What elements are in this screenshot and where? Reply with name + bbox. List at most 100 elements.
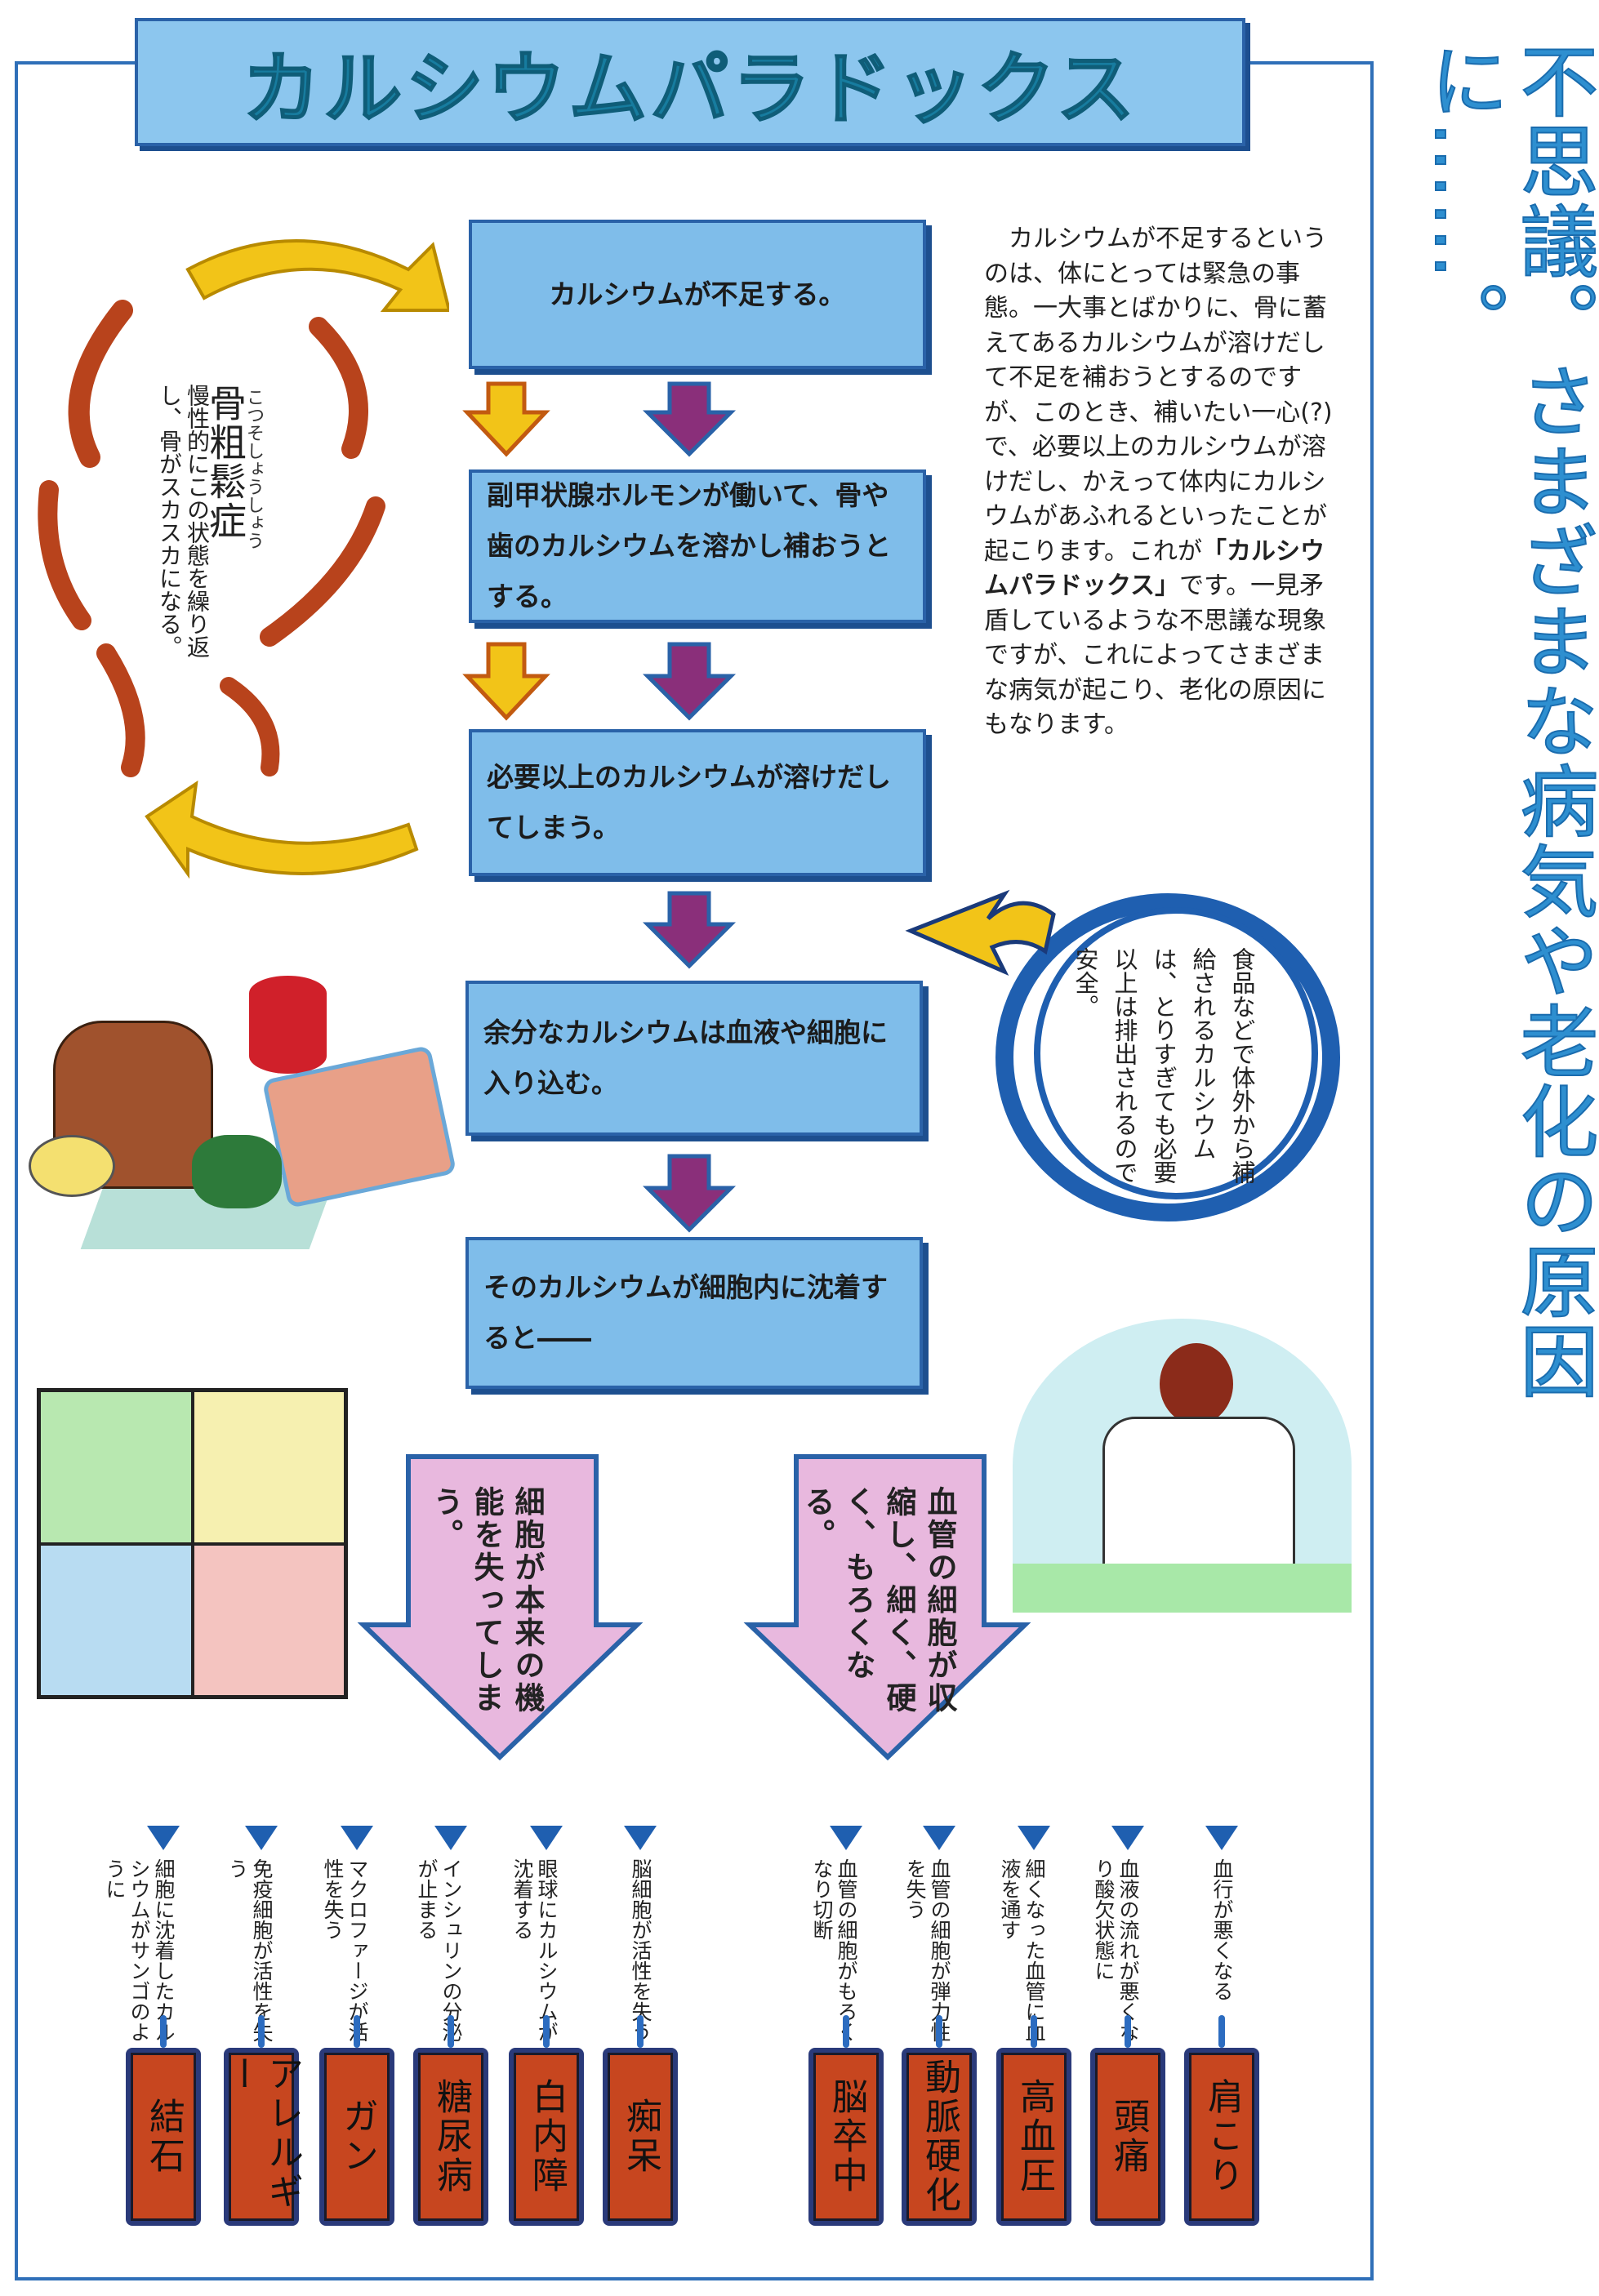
triangle-down-icon [147, 1826, 180, 1850]
triangle-down-icon [530, 1826, 563, 1850]
disease-column: 血行が悪くなる 肩こり [1173, 1826, 1271, 2234]
swirl-stroke [96, 643, 145, 777]
triangle-down-icon [1111, 1826, 1144, 1850]
disease-name: 脳卒中 [826, 2078, 867, 2196]
page-title: カルシウムパラドックス [241, 42, 1138, 136]
flow-step-4: 余分なカルシウムは血液や細胞に入り込む。 [465, 981, 923, 1136]
osteoporosis-term: 骨粗鬆症 [203, 384, 247, 541]
disease-name: アレルギー [220, 2055, 303, 2212]
disease-column: インシュリンの分泌が止まる 糖尿病 [402, 1826, 500, 2234]
disease-name: 頭痛 [1107, 2098, 1149, 2176]
disease-cause: 眼球にカルシウムが沈着する [510, 1858, 559, 2042]
osteoporosis-desc: 慢性的にこの状態を繰り返し、骨がスカスカになる。 [156, 384, 211, 658]
paragraph-emphasis: 「カルシウムパラドックス」 [984, 536, 1325, 601]
connector-line [354, 2015, 360, 2048]
connector-line [1125, 2015, 1131, 2048]
swirl-stroke [260, 496, 385, 647]
connector-line [637, 2015, 644, 2048]
connector-line [160, 2015, 167, 2048]
triangle-down-icon [434, 1826, 467, 1850]
disease-name: 肩こり [1201, 2078, 1243, 2196]
circle-note-text: 食品などで体外から補給されるカルシウムは、とりすぎても必要以上は排出されるので安… [1071, 947, 1256, 1184]
disease-label-box: 結石 [126, 2048, 201, 2226]
swirl-cycle-graphic [38, 239, 449, 879]
disease-column: 細くなった血管に血液を通す 高血圧 [985, 1826, 1083, 2234]
disease-cause: 細胞に沈着したカルシウムがサンゴのように [103, 1858, 176, 2042]
disease-label-box: 痴呆 [603, 2048, 678, 2226]
vegetables-image [192, 1135, 282, 1208]
branch-left-text: 細胞が本来の機能を失ってしまう。 [428, 1486, 545, 1715]
swirl-stroke [309, 317, 368, 459]
disease-label-box: ガン [319, 2048, 394, 2226]
desk [1013, 1564, 1352, 1613]
disease-cause: 血行が悪くなる [1210, 1858, 1234, 2001]
disease-column: 細胞に沈着したカルシウムがサンゴのように 結石 [103, 1826, 212, 2234]
food-illustration [29, 972, 457, 1274]
disease-label-box: 白内障 [509, 2048, 584, 2226]
disease-cause: 血液の流れが悪くなり酸欠状態に [1092, 1858, 1140, 2042]
yellow-curved-arrow-bottom [145, 780, 419, 879]
disease-name: ガン [336, 2098, 378, 2176]
disease-column: 血液の流れが悪くなり酸欠状態に 頭痛 [1079, 1826, 1177, 2234]
branch-right-text: 血管の細胞が収縮し、細く、硬く、もろくなる。 [800, 1486, 957, 1715]
disease-label-box: アレルギー [220, 2048, 303, 2226]
disease-cause: 細くなった血管に血液を通す [998, 1858, 1046, 2042]
connector-line [936, 2015, 942, 2048]
yogurt-image [39, 1543, 193, 1697]
title-banner: カルシウムパラドックス [135, 18, 1245, 146]
disease-cause: 脳細胞が活性を失う [629, 1858, 653, 2042]
connector-line [843, 2015, 849, 2048]
triangle-down-icon [245, 1826, 278, 1850]
swirl-stroke [220, 677, 280, 776]
triangle-down-icon [1018, 1826, 1050, 1850]
triangle-down-icon [923, 1826, 955, 1850]
explanation-paragraph: カルシウムが不足するというのは、体にとっては緊急の事態。一大事とばかりに、骨に蓄… [984, 222, 1335, 743]
flow-step-2: 副甲状腺ホルモンが働いて、骨や歯のカルシウムを溶かし補おうとする。 [469, 469, 926, 623]
scientist-illustration [1013, 1319, 1352, 1613]
disease-label-box: 肩こり [1184, 2048, 1259, 2226]
triangle-down-icon [1205, 1826, 1238, 1850]
disease-name: 動脈硬化 [919, 2058, 960, 2215]
yellow-curved-arrow-top [185, 239, 449, 312]
connector-line [1218, 2015, 1225, 2048]
disease-column: 眼球にカルシウムが沈着する 白内障 [497, 1826, 595, 2234]
connector-line [1031, 2015, 1037, 2048]
scientist-head [1160, 1343, 1233, 1425]
flow-step-5: そのカルシウムが細胞内に沈着すると―― [465, 1237, 923, 1389]
paragraph-text: カルシウムが不足するというのは、体にとっては緊急の事態。一大事とばかりに、骨に蓄… [984, 225, 1333, 566]
disease-column: 血管の細胞がもろくなり切断 脳卒中 [797, 1826, 895, 2234]
disease-name: 痴呆 [620, 2098, 661, 2176]
flow-step-3: 必要以上のカルシウムが溶けだしてしまう。 [469, 729, 926, 876]
connector-line [543, 2015, 550, 2048]
disease-column: マクロファージが活性を失う ガン [308, 1826, 406, 2234]
headline-vertical: 不思議。さまざまな病気や老化の原因に……。 [1416, 40, 1599, 1402]
disease-column: 免疫細胞が活性を失う アレルギー [212, 1826, 310, 2234]
ham-image [192, 1391, 345, 1544]
disease-cause: 免疫細胞が活性を失う [225, 1858, 274, 2042]
triangle-down-icon [624, 1826, 657, 1850]
disease-cause: 血管の細胞がもろくなり切断 [810, 1858, 858, 2042]
paragraph-text: です。一見矛盾しているような不思議な現象ですが、これによってさまざまな病気が起こ… [984, 572, 1327, 739]
disease-cause: マクロファージが活性を失う [321, 1858, 369, 2042]
disease-label-box: 高血圧 [996, 2048, 1071, 2226]
osteoporosis-reading: こつそしょうしょう [243, 388, 264, 550]
lab-coat [1102, 1417, 1295, 1585]
disease-column: 血管の細胞が弾力性を失う 動脈硬化 [890, 1826, 988, 2234]
can-image [249, 976, 327, 1074]
disease-cause: 血管の細胞が弾力性を失う [903, 1858, 951, 2042]
disease-label-box: 脳卒中 [808, 2048, 884, 2226]
disease-cause: インシュリンの分泌が止まる [415, 1858, 463, 2042]
food-grid-illustration [37, 1388, 348, 1699]
disease-label-box: 糖尿病 [413, 2048, 488, 2226]
triangle-down-icon [830, 1826, 862, 1850]
disease-label-box: 頭痛 [1090, 2048, 1165, 2226]
disease-name: 糖尿病 [430, 2078, 472, 2196]
milk-image [192, 1543, 345, 1697]
flow-step-1: カルシウムが不足する。 [469, 220, 926, 369]
cheese-image [39, 1391, 193, 1544]
triangle-down-icon [341, 1826, 373, 1850]
connector-line [258, 2015, 265, 2048]
disease-name: 白内障 [526, 2078, 568, 2196]
swirl-stroke [38, 480, 91, 630]
disease-name: 高血圧 [1013, 2078, 1055, 2196]
